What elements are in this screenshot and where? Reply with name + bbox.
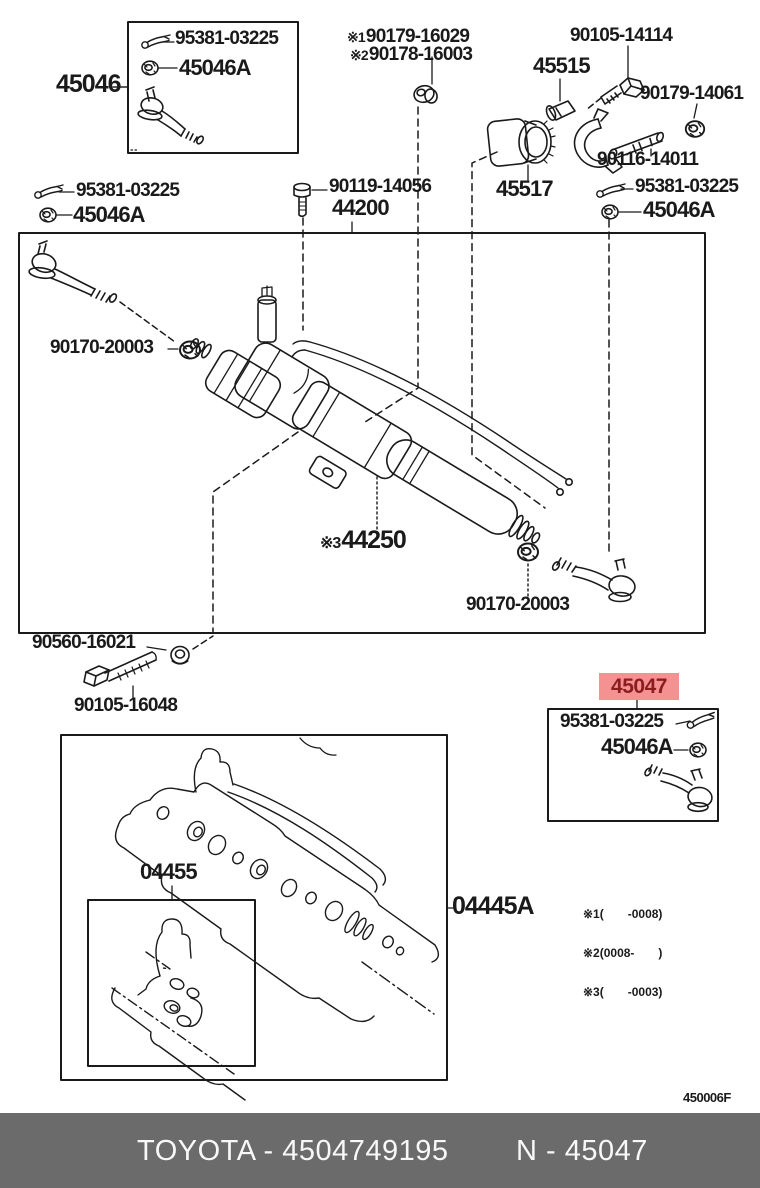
steering-rack-drawing (189, 285, 573, 544)
steering-rack-overhaul-kit-drawing (114, 737, 440, 1023)
footer-figure-reference: N - 45047 (516, 1135, 648, 1167)
nut-90179-14061-icon (684, 120, 706, 138)
input-shaft (257, 285, 277, 343)
footer-bar: TOYOTA - 4504749195 N - 45047 (0, 1113, 760, 1188)
footnote-3: ※3( -0003) (583, 985, 663, 999)
part-label-90560-16021[interactable]: 90560-16021 (32, 632, 136, 653)
top-right-drawings (471, 45, 706, 509)
part-label-90170-20003-right[interactable]: 90170-20003 (466, 594, 570, 615)
part-label-90179-16029[interactable]: ※190179-16029 (347, 26, 470, 47)
highlighted-part-45047[interactable]: 45047 (599, 673, 679, 700)
part-label-tie-rod-nut-right[interactable]: 45046A (643, 197, 716, 222)
tie-rod-box-drawings (636, 699, 717, 813)
part-label-tie-rod-nut-box[interactable]: 45046A (601, 734, 674, 759)
steering-gear-main-box (18, 232, 706, 634)
part-label-90119-14056[interactable]: 90119-14056 (329, 176, 432, 197)
nut-icon (141, 60, 159, 76)
part-label-04445A[interactable]: 04445A (452, 892, 535, 920)
bolt-90119-14056-drawing (293, 182, 311, 218)
part-label-tie-rod-nut-tl[interactable]: 45046A (179, 55, 252, 80)
seal-kit-drawing (111, 918, 246, 1101)
bottom-left-drawings (83, 635, 214, 700)
part-label-04455[interactable]: 04455 (140, 859, 198, 884)
tie-rod-end-drawing (28, 240, 118, 303)
mount-foot (308, 455, 347, 489)
washer-90560-icon (170, 645, 190, 665)
footnote-1: ※1( -0008) (583, 907, 663, 921)
part-label-90105-16048[interactable]: 90105-16048 (74, 695, 178, 716)
part-label-cotter-pin-box[interactable]: 95381-03225 (560, 711, 664, 732)
mid-row-drawings (33, 182, 642, 557)
tie-rod-end-drawing (137, 86, 205, 145)
tl-box-drawings (112, 34, 205, 151)
nut-90170-20003-icon (517, 542, 539, 562)
part-label-44200[interactable]: 44200 (332, 195, 390, 220)
part-label-cotter-pin-tl[interactable]: 95381-03225 (175, 28, 279, 49)
nut-icon (39, 207, 57, 223)
tie-rod-45046-box (127, 21, 299, 154)
stud-90116-14011-drawing (608, 131, 665, 160)
footnote-2: ※2(0008- ) (583, 946, 663, 960)
figure-code: 450006F (683, 1090, 731, 1105)
highlighted-part-label: 45047 (611, 674, 667, 698)
bolt-90105-16048-drawing (83, 651, 157, 687)
main-box-drawings (28, 240, 636, 633)
part-label-45046[interactable]: 45046 (56, 70, 122, 98)
part-label-90170-20003-left[interactable]: 90170-20003 (50, 337, 154, 358)
clamp-cushion-drawing (545, 100, 576, 121)
hydraulic-pipes (291, 340, 573, 496)
grommet-45517-drawing (486, 118, 556, 167)
part-label-90116-14011[interactable]: 90116-14011 (597, 149, 699, 170)
part-label-90105-14114[interactable]: 90105-14114 (570, 25, 673, 46)
nut-icon (689, 742, 707, 758)
cotter-pin-icon (685, 711, 717, 730)
applicability-footnotes: ※1( -0008) ※2(0008- ) ※3( -0003) (583, 882, 662, 1025)
part-label-tie-rod-nut-left[interactable]: 45046A (73, 202, 146, 227)
part-label-45517[interactable]: 45517 (496, 176, 554, 201)
seal-kit-inner-box (87, 899, 256, 1067)
tie-rod-end-drawing (551, 557, 636, 603)
bolt-90105-14114-drawing (600, 77, 645, 105)
part-label-45515[interactable]: 45515 (533, 53, 591, 78)
part-label-90178-16003[interactable]: ※290178-16003 (350, 44, 473, 65)
part-label-90179-14061[interactable]: 90179-14061 (640, 83, 744, 104)
kit-leaders (112, 86, 454, 909)
tie-rod-end-drawing (644, 764, 713, 813)
rack-end (508, 514, 541, 544)
grommet-nut-drawing (361, 56, 438, 425)
part-label-44250[interactable]: ※344250 (320, 526, 407, 554)
footer-brand-part-number: TOYOTA - 4504749195 (137, 1135, 449, 1167)
tie-rod-45047-box (547, 708, 719, 822)
part-label-cotter-pin-right[interactable]: 95381-03225 (635, 176, 739, 197)
cotter-pin-icon (595, 183, 626, 198)
part-label-cotter-pin-left[interactable]: 95381-03225 (76, 180, 180, 201)
clamp-bracket-45515-drawing (573, 108, 623, 174)
nut-icon (601, 204, 619, 220)
